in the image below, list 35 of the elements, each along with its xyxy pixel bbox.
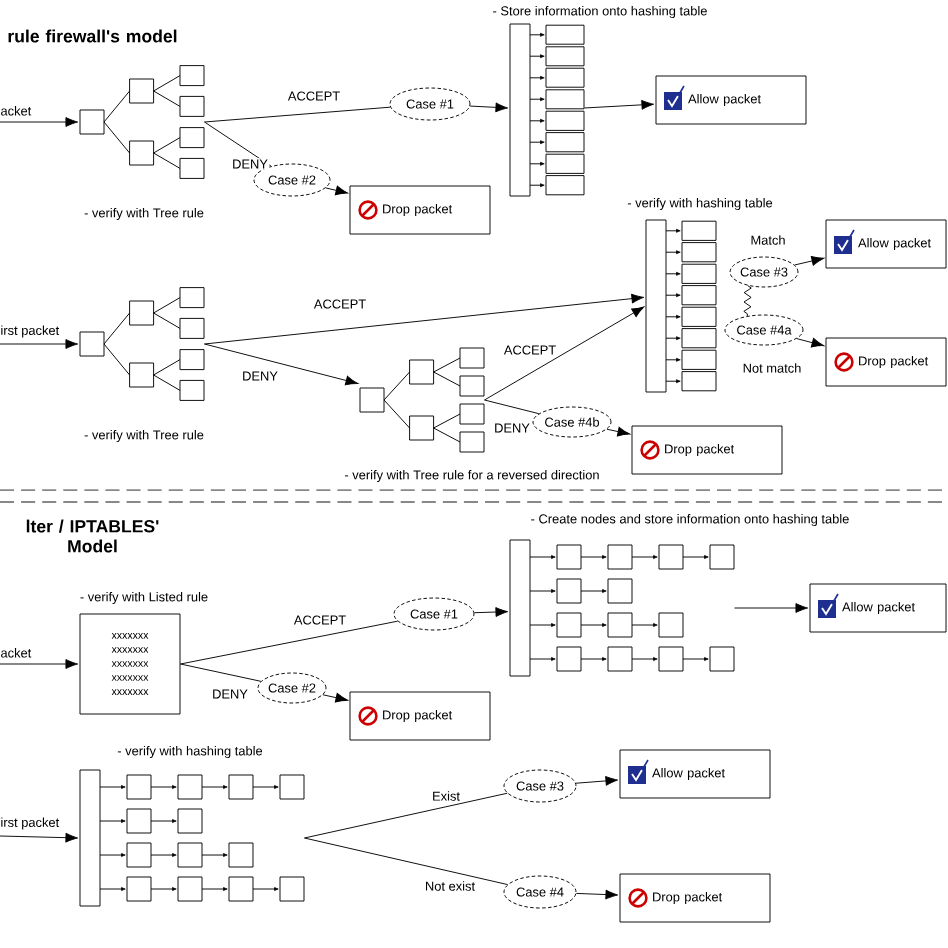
connector xyxy=(575,889,619,900)
connector xyxy=(484,306,645,401)
connector xyxy=(469,102,509,113)
tree-drawing xyxy=(79,65,205,179)
tree-drawing xyxy=(79,287,205,401)
connector xyxy=(734,603,809,613)
connector xyxy=(204,106,391,123)
connector xyxy=(304,837,508,885)
connector xyxy=(473,607,509,617)
linked-list-drawing xyxy=(509,539,735,677)
connector xyxy=(204,293,645,345)
section-heading: lter / IPTABLES' Model xyxy=(26,519,159,553)
tree-drawing xyxy=(359,347,485,453)
hash-table-drawing xyxy=(645,219,717,393)
section-heading: rule firewall's model xyxy=(8,29,177,43)
connector xyxy=(322,692,349,703)
connector xyxy=(0,117,79,127)
connector xyxy=(180,620,399,665)
connector xyxy=(0,659,79,669)
connector xyxy=(606,426,631,437)
connector xyxy=(204,343,359,386)
connector xyxy=(0,832,79,843)
connector xyxy=(180,663,262,682)
connector xyxy=(304,792,508,839)
connector xyxy=(204,121,272,167)
connector xyxy=(484,399,540,415)
connector xyxy=(743,285,752,317)
connector xyxy=(584,99,655,110)
linked-list-drawing xyxy=(79,769,305,907)
connector xyxy=(794,256,825,266)
connector xyxy=(575,776,619,786)
hash-table-drawing xyxy=(509,23,585,197)
connector xyxy=(796,337,825,348)
connector xyxy=(0,339,79,349)
connector xyxy=(325,185,349,196)
